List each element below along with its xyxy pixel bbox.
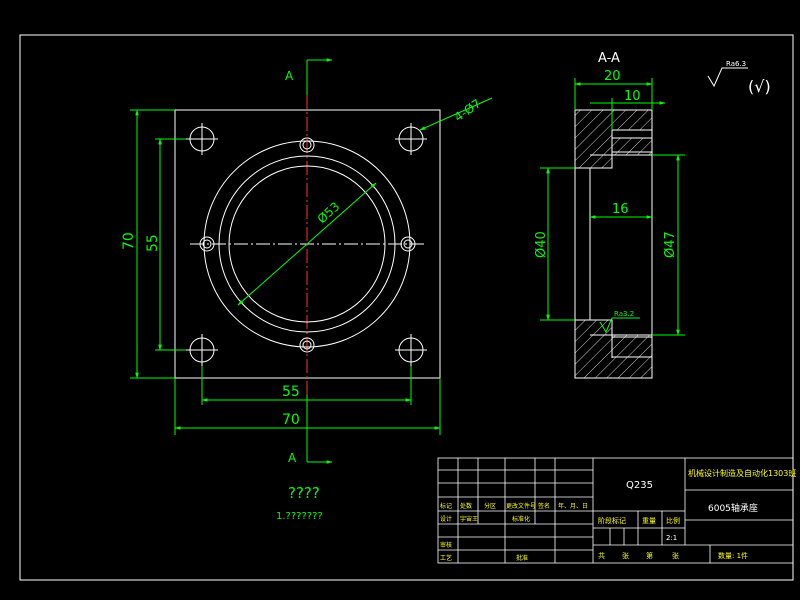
section-letter-bottom: A: [288, 451, 297, 465]
title-scale-label: 比例: [666, 516, 680, 525]
title-review-label: 审核: [440, 541, 452, 549]
dim-step: 10: [590, 89, 666, 130]
section-mark-bottom: A: [288, 395, 333, 465]
title-row-label: 年、月、日: [558, 502, 588, 510]
dim-diameter-text: Ø53: [315, 199, 343, 226]
bolt-hole-top-right: [395, 123, 427, 155]
title-weight-label: 重量: [642, 517, 656, 525]
section-lower-wall: [574, 319, 653, 379]
title-sheet-no: 第: [646, 551, 653, 560]
title-designer-name: 宇宙王: [460, 515, 478, 523]
dim-bore-depth: 16: [589, 202, 653, 219]
bolt-hole-bottom-left: [186, 334, 218, 366]
dim-width-inner: 55: [201, 366, 412, 405]
bolt-hole-top-left: [186, 123, 218, 155]
title-block: Q235 机械设计制造及自动化1303班 6005轴承座 标记 处数 分区 更改…: [437, 457, 796, 564]
dim-inner-diameter: Ø40: [534, 167, 575, 321]
title-standard-label: 标准化: [512, 515, 530, 523]
boss-hole-left: [199, 236, 215, 252]
title-row-label: 签名: [538, 502, 550, 510]
title-stage-label: 阶段标记: [598, 516, 626, 525]
mid-circle: [218, 155, 396, 333]
section-mark-top: A: [285, 58, 333, 95]
notes-title: ????: [288, 484, 320, 502]
dim-height-inner-text: 55: [145, 234, 161, 252]
dim-diameter: Ø53: [237, 182, 377, 306]
dim-inner-diameter-text: Ø40: [534, 231, 549, 258]
dim-width-outer-text: 70: [282, 412, 300, 428]
dim-height-outer: 70: [121, 109, 175, 379]
roughness-other-text: (√): [748, 77, 771, 96]
title-material: Q235: [626, 480, 653, 491]
title-designer-label: 设计: [440, 515, 452, 523]
title-sheets-label: 张: [622, 551, 629, 560]
title-sheet-label: 张: [672, 551, 679, 560]
title-school: 机械设计制造及自动化1303班: [688, 468, 796, 478]
title-scale-value: 2:1: [666, 534, 677, 542]
boss-hole-right: [400, 236, 416, 252]
dim-height-inner: 55: [145, 138, 186, 351]
bore-circle: [228, 165, 386, 323]
title-approve-label: 批准: [516, 554, 528, 562]
front-view: A A 70 55 55: [121, 58, 493, 465]
dim-outer-diameter-text: Ø47: [663, 231, 678, 258]
section-upper-wall: [574, 109, 653, 169]
bolt-hole-bottom-right: [395, 334, 427, 366]
title-process-label: 工艺: [440, 554, 452, 562]
drawing-frame: [19, 34, 794, 581]
title-part-name: 6005轴承座: [708, 502, 758, 514]
section-letter-top: A: [285, 69, 294, 83]
section-title: A-A: [598, 51, 620, 66]
title-row-label: 处数: [460, 502, 472, 510]
roughness-section-text: Ra3.2: [614, 310, 634, 318]
notes-line: 1.???????: [276, 511, 323, 522]
dim-thickness-text: 20: [604, 69, 621, 84]
roughness-symbol-general: Ra6.3 (√): [707, 60, 771, 96]
dim-width-outer: 70: [174, 378, 441, 435]
title-row-label: 分区: [484, 502, 496, 510]
dim-holes: 4-Ø7: [419, 96, 493, 131]
boss-hole-bottom: [299, 337, 315, 353]
title-row-label: 标记: [440, 502, 452, 510]
dim-bore-depth-text: 16: [612, 202, 629, 217]
dim-step-text: 10: [624, 89, 641, 104]
roughness-symbol-section: Ra3.2: [599, 310, 640, 334]
title-row-label: 更改文件号: [506, 502, 536, 510]
dim-width-inner-text: 55: [282, 384, 300, 400]
dim-height-outer-text: 70: [121, 232, 137, 250]
dim-outer-diameter: Ø47: [652, 154, 685, 336]
dim-thickness: 20: [574, 69, 653, 110]
boss-hole-top: [299, 137, 315, 153]
roughness-general-text: Ra6.3: [726, 60, 746, 68]
title-sheets-total: 共: [598, 551, 605, 560]
title-quantity: 数量: 1件: [718, 551, 748, 560]
dim-holes-text: 4-Ø7: [452, 96, 484, 124]
section-view: A-A 20 10 16: [534, 51, 771, 379]
